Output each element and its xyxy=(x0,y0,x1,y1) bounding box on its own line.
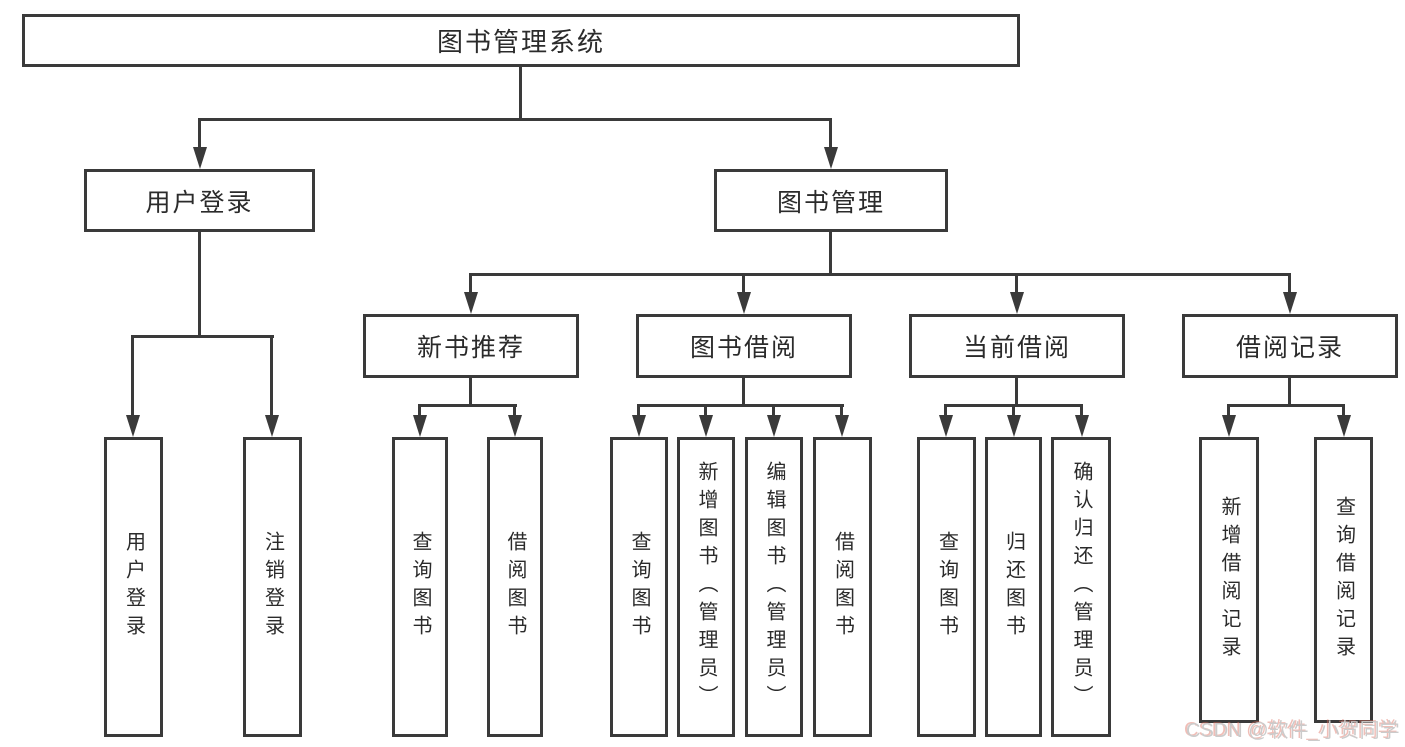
arrowhead-leaf xyxy=(767,415,781,437)
connector-arrow-line xyxy=(418,404,421,418)
leaf-borrow-books: 借阅图书 xyxy=(813,437,872,737)
leaf-query-books-current: 查询图书 xyxy=(917,437,976,737)
arrowhead-leaf xyxy=(413,415,427,437)
connector-root-stem xyxy=(519,67,522,120)
connector-arrow-line xyxy=(1227,404,1230,418)
arrowhead-leaf xyxy=(1007,415,1021,437)
leaf-add-book-admin: 新增图书（管理员） xyxy=(677,437,735,737)
arrowhead-book-borrowing xyxy=(737,292,751,314)
arrowhead-leaf xyxy=(632,415,646,437)
connector-group-bar xyxy=(418,404,517,407)
connector-arrow-line xyxy=(637,404,640,418)
arrowhead-borrowing-records xyxy=(1283,292,1297,314)
arrowhead-leaf xyxy=(508,415,522,437)
arrowhead-leaf xyxy=(1075,415,1089,437)
leaf-query-borrow-record: 查询借阅记录 xyxy=(1314,437,1373,723)
connector-level2-bar xyxy=(198,118,832,121)
connector-group-stem xyxy=(1288,378,1291,407)
connector-group-stem xyxy=(1015,378,1018,407)
arrowhead-leaf xyxy=(1337,415,1351,437)
leaf-query-books-recommend: 查询图书 xyxy=(392,437,448,737)
node-user-login: 用户登录 xyxy=(84,169,315,232)
connector-arrow-line xyxy=(1288,273,1291,297)
arrowhead-user-login xyxy=(193,147,207,169)
arrowhead-new-book-recommend xyxy=(464,292,478,314)
connector-group-bar xyxy=(637,404,844,407)
leaf-add-borrow-record: 新增借阅记录 xyxy=(1199,437,1259,723)
connector-arrow-line xyxy=(772,404,775,418)
connector-group-stem xyxy=(469,378,472,407)
arrowhead-current-borrowing xyxy=(1010,292,1024,314)
node-current-borrowing: 当前借阅 xyxy=(909,314,1125,378)
leaf-edit-book-admin: 编辑图书（管理员） xyxy=(745,437,803,737)
arrowhead-leaf-user-login xyxy=(126,415,140,437)
arrowhead-leaf xyxy=(699,415,713,437)
connector-arrow-line xyxy=(1015,273,1018,297)
leaf-user-login: 用户登录 xyxy=(104,437,163,737)
arrowhead-leaf xyxy=(1222,415,1236,437)
arrowhead-leaf-logout xyxy=(265,415,279,437)
connector-arrow-line xyxy=(270,335,273,418)
leaf-return-books: 归还图书 xyxy=(985,437,1042,737)
connector-arrow-line xyxy=(944,404,947,418)
connector-group-stem xyxy=(742,378,745,407)
arrowhead-leaf xyxy=(939,415,953,437)
watermark-text: CSDN @软件_小贺同学 xyxy=(1186,720,1400,742)
connector-level3-bar xyxy=(469,273,1291,276)
connector-arrow-line xyxy=(829,118,832,151)
connector-arrow-line xyxy=(513,404,516,418)
connector-arrow-line xyxy=(1080,404,1083,418)
connector-arrow-line xyxy=(1012,404,1015,418)
leaf-query-books-borrowing: 查询图书 xyxy=(610,437,668,737)
node-library-system: 图书管理系统 xyxy=(22,14,1020,67)
node-new-book-recommend: 新书推荐 xyxy=(363,314,579,378)
connector-arrow-line xyxy=(840,404,843,418)
connector-arrow-line xyxy=(131,335,134,418)
connector-login-bar xyxy=(131,335,274,338)
node-book-borrowing: 图书借阅 xyxy=(636,314,852,378)
leaf-confirm-return-admin: 确认归还（管理员） xyxy=(1051,437,1111,737)
arrowhead-leaf xyxy=(835,415,849,437)
connector-user-login-stem xyxy=(198,232,201,338)
node-borrowing-records: 借阅记录 xyxy=(1182,314,1398,378)
connector-arrow-line xyxy=(469,273,472,297)
connector-arrow-line xyxy=(198,118,201,151)
connector-book-mgmt-stem xyxy=(829,232,832,276)
leaf-logout-login: 注销登录 xyxy=(243,437,302,737)
node-book-management: 图书管理 xyxy=(714,169,948,232)
connector-arrow-line xyxy=(1342,404,1345,418)
arrowhead-book-management xyxy=(824,147,838,169)
connector-arrow-line xyxy=(742,273,745,297)
leaf-borrow-books-recommend: 借阅图书 xyxy=(487,437,543,737)
connector-arrow-line xyxy=(704,404,707,418)
connector-group-bar xyxy=(1227,404,1345,407)
